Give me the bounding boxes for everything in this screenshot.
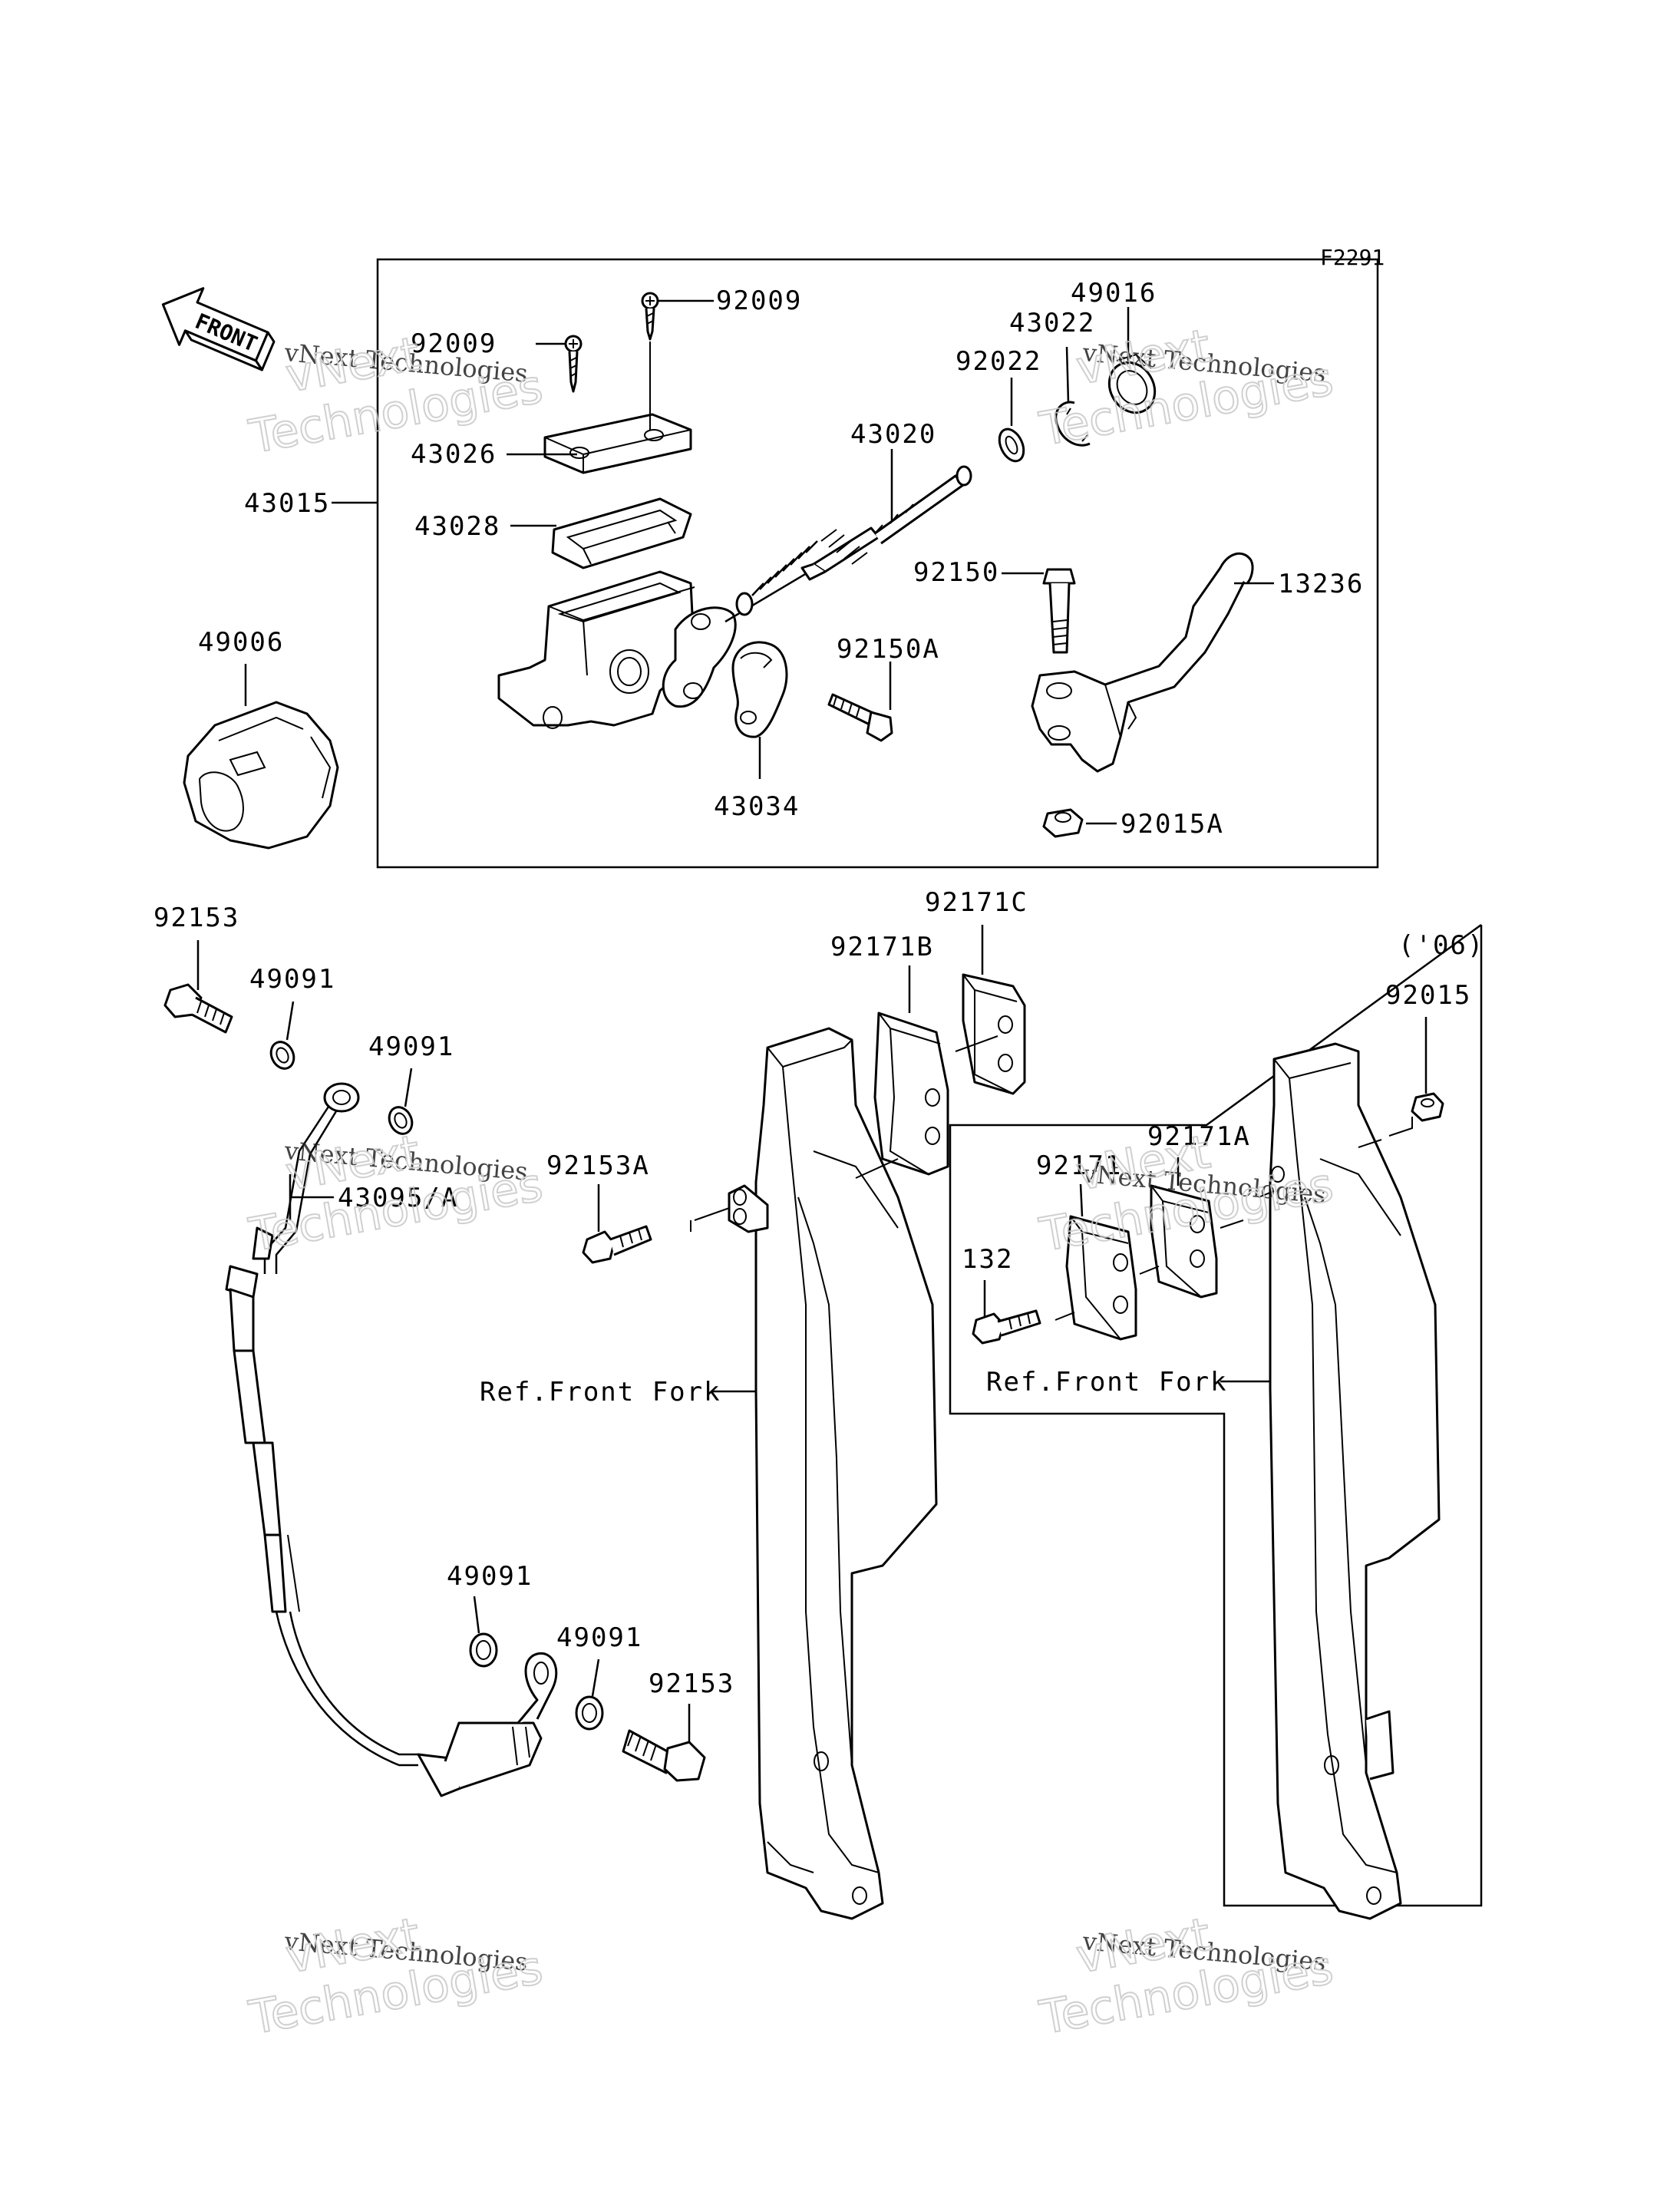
label-92022: 92022 — [956, 346, 1041, 377]
label-92009-right: 92009 — [716, 285, 802, 316]
label-92153A: 92153A — [546, 1150, 650, 1181]
label-92009-left: 92009 — [411, 328, 497, 359]
bolt-92153A-icon — [582, 1225, 652, 1264]
cover-49006-icon — [183, 701, 339, 850]
fork-guard-right-icon — [1269, 1042, 1441, 1920]
bolt-92150A-icon — [827, 693, 893, 742]
bracket-92171-icon — [1065, 1215, 1137, 1341]
pivot-bolt-92150-icon — [1042, 568, 1076, 654]
front-arrow-icon: FRONT — [161, 287, 276, 371]
variant-06-box — [949, 923, 1483, 1907]
screw-92009-right-icon — [641, 292, 659, 341]
fork-guard-left-icon — [728, 1027, 938, 1920]
nut-92015-icon — [1411, 1092, 1444, 1122]
screw-92009-left-icon — [564, 335, 583, 393]
label-43020: 43020 — [850, 419, 936, 450]
label-92150A: 92150A — [837, 634, 940, 665]
diagram-code: F2291 — [1320, 245, 1385, 270]
label-92171: 92171 — [1036, 1150, 1122, 1181]
label-49091-a: 49091 — [249, 964, 335, 995]
leader-lines — [196, 299, 1428, 1742]
bracket-92171C-icon — [962, 973, 1026, 1095]
label-43015: 43015 — [244, 488, 330, 519]
label-92015: 92015 — [1385, 980, 1471, 1011]
piston-assy-43020-icon — [800, 465, 972, 581]
label-92171A: 92171A — [1147, 1121, 1251, 1152]
boot-49016-icon — [1107, 353, 1157, 414]
label-43026: 43026 — [411, 439, 497, 470]
label-43028: 43028 — [414, 511, 500, 542]
brake-lever-13236-icon — [1031, 552, 1254, 773]
washer-49091-b-icon — [388, 1106, 414, 1135]
label-92171B: 92171B — [830, 932, 934, 962]
label-49016: 49016 — [1071, 278, 1157, 309]
banjo-bolt-92153-bottom-icon — [622, 1729, 706, 1782]
washer-49091-d-icon — [575, 1695, 604, 1731]
label-13236: 13236 — [1278, 569, 1364, 599]
label-ref-front-fork-right: Ref.Front Fork — [986, 1367, 1228, 1398]
brake-hose-43095A-icon — [225, 1082, 558, 1797]
washer-49091-a-icon — [269, 1041, 295, 1070]
washer-49091-c-icon — [469, 1632, 498, 1668]
label-43034: 43034 — [714, 791, 800, 822]
label-43095A: 43095/A — [338, 1183, 458, 1213]
banjo-bolt-92153-top-icon — [163, 983, 233, 1034]
master-cylinder-box — [376, 258, 1379, 869]
bolt-132-icon — [972, 1309, 1041, 1345]
label-49091-c: 49091 — [447, 1561, 533, 1592]
reservoir-cap-43026-icon — [543, 413, 692, 474]
washer-92022-icon — [998, 427, 1025, 463]
label-92153-top: 92153 — [153, 903, 239, 933]
label-49006: 49006 — [198, 627, 284, 658]
nut-92015A-icon — [1042, 808, 1084, 838]
label-ref-front-fork-left: Ref.Front Fork — [480, 1377, 721, 1408]
label-43022: 43022 — [1009, 308, 1095, 338]
label-92150: 92150 — [913, 557, 999, 588]
bracket-92171B-icon — [873, 1012, 949, 1176]
master-cylinder-body-icon — [497, 536, 868, 729]
spring-icon — [735, 540, 818, 616]
circlip-43022-icon — [1055, 401, 1091, 447]
clamp-43034-icon — [731, 641, 788, 738]
diaphragm-43028-icon — [551, 497, 692, 569]
label-92153-bottom: 92153 — [649, 1668, 734, 1699]
label-92171C: 92171C — [925, 887, 1028, 918]
label-92015A: 92015A — [1121, 809, 1224, 840]
label-49091-b: 49091 — [368, 1031, 454, 1062]
label-49091-d: 49091 — [556, 1622, 642, 1653]
part-labels: 92009 92009 43026 43015 43028 43020 9202… — [153, 278, 1471, 1699]
variant-note: ('06) — [1398, 930, 1484, 961]
label-132: 132 — [962, 1244, 1013, 1275]
bracket-92171A-icon — [1150, 1184, 1218, 1299]
